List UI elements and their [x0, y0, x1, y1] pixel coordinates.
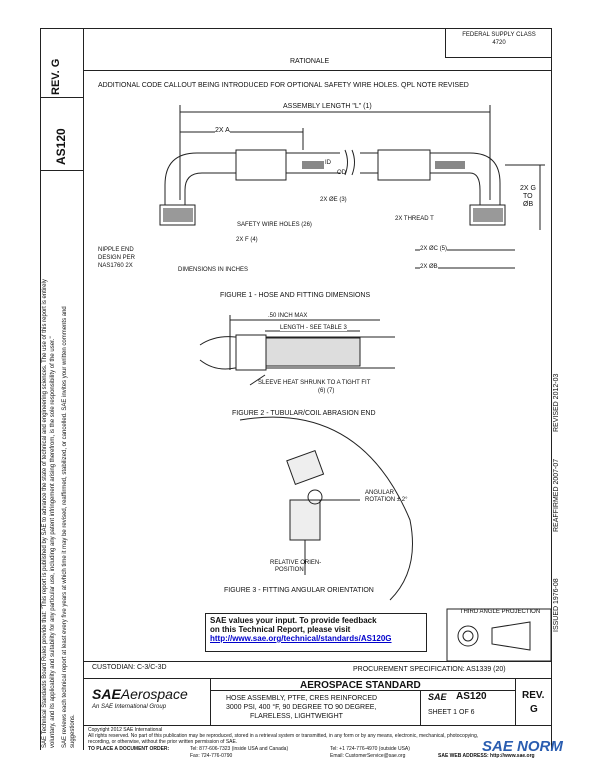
title-rev-label: REV. [522, 690, 545, 701]
fsc-box-bottom [445, 57, 552, 58]
title-sae: SAE [428, 692, 447, 702]
fax: Fax: 724-776-0790 [190, 753, 233, 759]
assembly-length-label: ASSEMBLY LENGTH "L" (1) [283, 103, 372, 110]
figure-3-caption: FIGURE 3 - FITTING ANGULAR ORIENTATION [224, 587, 374, 594]
dimensions-note: DIMENSIONS IN INCHES [178, 267, 249, 273]
dim-id: ID [325, 160, 331, 166]
email[interactable]: Email: CustomerService@sae.org [330, 753, 406, 759]
frame-top [40, 28, 552, 29]
custodian: CUSTODIAN: C-3/C-3D [92, 664, 167, 671]
title-div-2 [420, 690, 421, 725]
feedback-line-2: on this Technical Report, please visit [210, 625, 351, 634]
sae-norm-watermark: SAE NORM [482, 738, 563, 755]
tel-1: Tel: 877-606-7323 (inside USA and Canada… [190, 746, 289, 752]
dim-2x-phi-e: 2X ØE (3) [320, 197, 347, 203]
max-label: .50 INCH MAX [268, 313, 308, 319]
frame-inner-left [83, 28, 84, 750]
thread-label: 2X THREAD T [395, 216, 434, 222]
title-div-1 [210, 678, 211, 725]
tel-2: Tel: +1 724-776-4970 (outside USA) [330, 746, 410, 752]
design-per-label: DESIGN PER [98, 255, 136, 261]
title-rev-value: G [530, 704, 538, 715]
web-address[interactable]: SAE WEB ADDRESS: http://www.sae.org [438, 753, 535, 759]
title-div-3 [515, 678, 516, 725]
relative-label-2: POSITION [275, 567, 304, 573]
dim-2x-a: 2X A [215, 127, 230, 134]
desc-line-3: FLARELESS, LIGHTWEIGHT [250, 713, 343, 720]
dim-2x-f: 2X F (4) [236, 237, 258, 243]
sleeve-label: SLEEVE HEAT SHRUNK TO A TIGHT FIT [258, 380, 371, 386]
feedback-link[interactable]: http://www.sae.org/technical/standards/A… [210, 634, 392, 643]
rationale-text: ADDITIONAL CODE CALLOUT BEING INTRODUCED… [98, 82, 469, 89]
frame-right [551, 28, 552, 750]
order-label: TO PLACE A DOCUMENT ORDER: [88, 746, 170, 752]
figure-2-caption: FIGURE 2 - TUBULAR/COIL ABRASION END [232, 410, 376, 417]
feedback-box: SAE values your input. To provide feedba… [205, 613, 427, 652]
relative-label-1: RELATIVE ORIEN- [270, 560, 322, 566]
doc-box-divider [40, 170, 84, 171]
title-line-2 [84, 678, 552, 679]
aerospace-standard: AEROSPACE STANDARD [300, 680, 421, 691]
desc-line-2: 3000 PSI, 400 °F, 90 DEGREE TO 90 DEGREE… [226, 704, 377, 711]
fsc-box-left [445, 28, 446, 58]
dim-phi-b: ØB [523, 201, 534, 208]
dim-to: TO [523, 193, 533, 200]
procurement: PROCUREMENT SPECIFICATION: AS1339 (20) [353, 666, 506, 673]
rev-box-divider [40, 97, 84, 98]
sae-logo: SAEAerospace An SAE International Group [92, 686, 188, 710]
sheet-label: SHEET 1 OF 6 [428, 709, 475, 716]
rights-2: recording, or otherwise, without the pri… [88, 739, 238, 745]
rationale-divider [84, 70, 552, 71]
title-top-line [84, 661, 552, 662]
nas-label: NAS1760 2X [98, 263, 133, 269]
angular-label-1: ANGULAR [365, 490, 395, 496]
third-angle-label: THIRD ANGLE PROJECTION [459, 609, 541, 615]
rationale-title: RATIONALE [290, 58, 330, 65]
angular-label-2: ROTATION ± 2° [365, 497, 408, 503]
desc-line-1: HOSE ASSEMBLY, PTFE, CRES REINFORCED [226, 695, 378, 702]
dim-2x-phi-b: 2X ØB [420, 264, 438, 270]
nipple-end-label: NIPPLE END [98, 247, 134, 253]
figure-1-caption: FIGURE 1 - HOSE AND FITTING DIMENSIONS [220, 292, 371, 299]
title-div-4 [210, 690, 515, 691]
logo-sae: SAE [92, 686, 121, 702]
fsc-label: FEDERAL SUPPLY CLASS [462, 32, 536, 38]
safety-wire-label: SAFETY WIRE HOLES (26) [237, 222, 312, 228]
fsc-value: 4720 [492, 40, 506, 46]
dim-od: OD [337, 170, 346, 176]
sleeve-note: (6) (7) [318, 388, 335, 394]
title-as: AS120 [456, 691, 487, 702]
frame-left [40, 28, 41, 750]
dim-2x-g: 2X G [520, 185, 536, 192]
rights-1: All rights reserved. No part of this pub… [88, 733, 479, 739]
copyright: Copyright 2012 SAE International [88, 727, 163, 733]
title-bottom-line [84, 725, 552, 726]
feedback-line-1: SAE values your input. To provide feedba… [210, 616, 377, 625]
length-label: LENGTH - SEE TABLE 3 [280, 325, 347, 331]
logo-aerospace: Aerospace [120, 686, 188, 702]
logo-subtitle: An SAE International Group [92, 704, 167, 710]
dim-2x-phi-c: 2X ØC (5) [420, 246, 448, 252]
